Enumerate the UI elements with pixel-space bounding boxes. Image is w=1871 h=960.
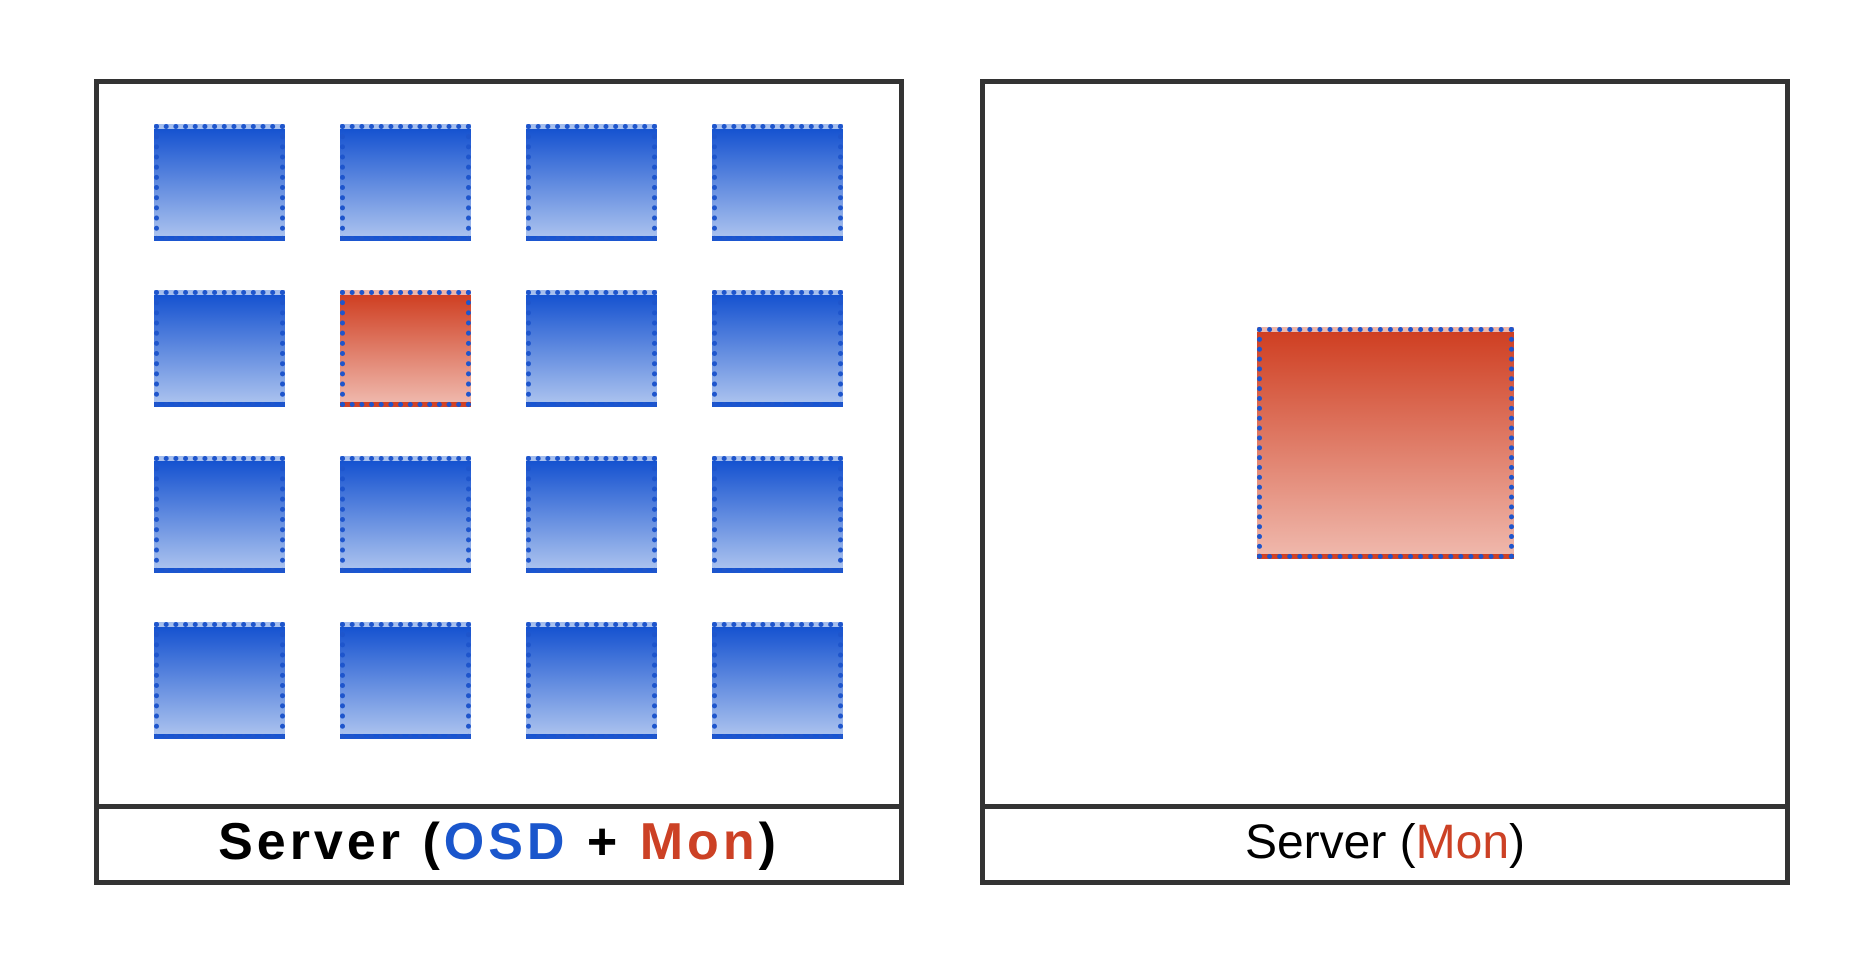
label-osd: OSD [443, 813, 569, 871]
mon-daemon [340, 290, 471, 407]
server-label: Server (Mon) [985, 804, 1785, 880]
server-body [985, 84, 1785, 809]
label-suffix: ) [1509, 815, 1526, 869]
osd-daemon [154, 290, 285, 407]
osd-daemon [712, 456, 843, 573]
osd-daemon [154, 456, 285, 573]
osd-daemon [712, 622, 843, 739]
osd-daemon [712, 290, 843, 407]
osd-daemon [154, 124, 285, 241]
label-prefix: Server ( [1244, 815, 1416, 869]
server-mon: Server (Mon) [980, 79, 1790, 885]
server-osd-mon: Server (OSD + Mon) [94, 79, 904, 885]
server-label: Server (OSD + Mon) [99, 804, 899, 880]
label-plus: + [568, 813, 640, 871]
osd-daemon [712, 124, 843, 241]
osd-daemon [526, 124, 657, 241]
label-mon: Mon [1415, 815, 1510, 869]
osd-daemon [526, 456, 657, 573]
mon-daemon [1257, 327, 1514, 559]
osd-daemon [340, 622, 471, 739]
label-suffix: ) [758, 813, 780, 871]
label-mon: Mon [639, 813, 759, 871]
osd-daemon [526, 622, 657, 739]
label-prefix: Server ( [218, 813, 444, 871]
osd-daemon [340, 124, 471, 241]
osd-daemon [526, 290, 657, 407]
server-body [99, 84, 899, 809]
osd-daemon [154, 622, 285, 739]
osd-daemon [340, 456, 471, 573]
